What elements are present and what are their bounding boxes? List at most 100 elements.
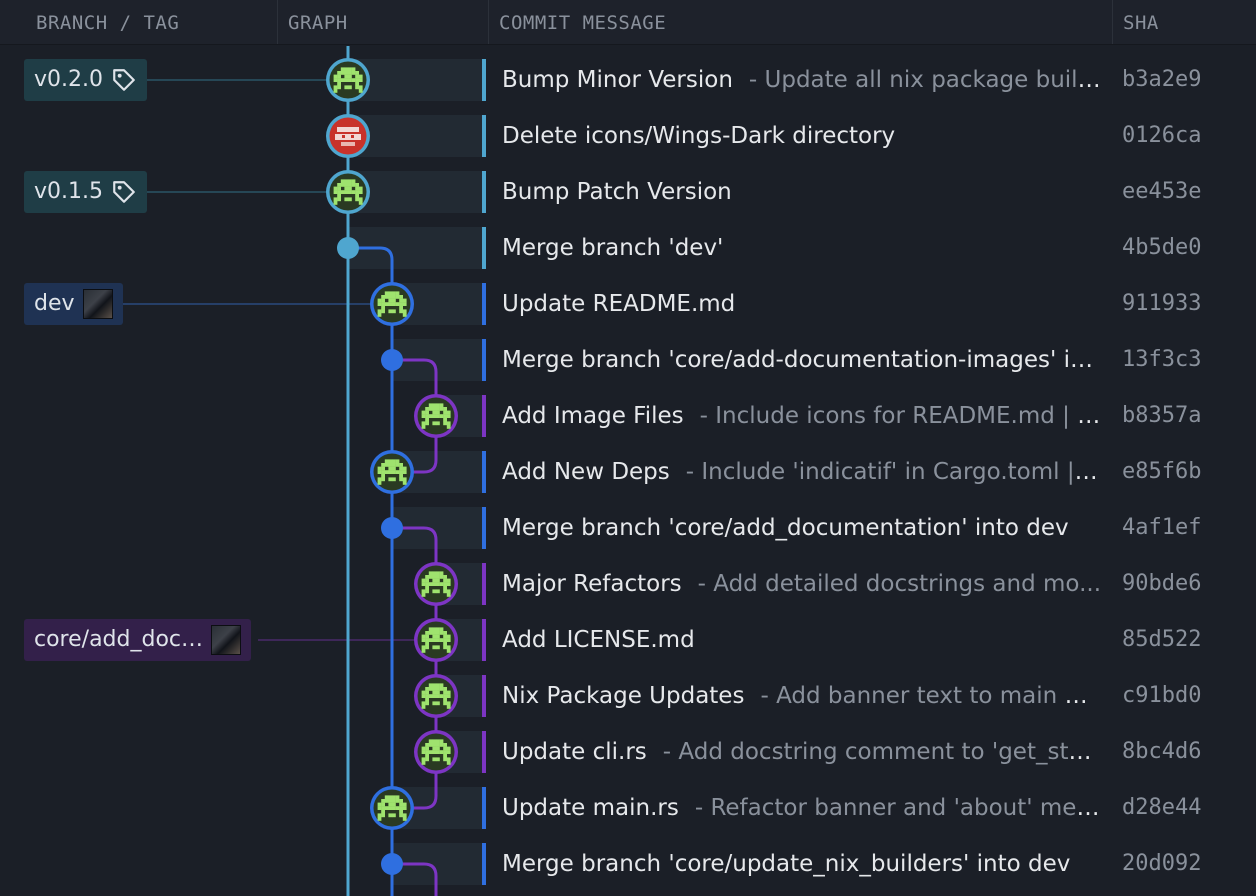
avatar-pixel [341,142,355,146]
avatar-pixel [428,571,433,576]
avatar-pixel [392,813,396,818]
avatar-pixel [377,817,382,821]
avatar-pixel [439,403,444,408]
commit-summary: Merge branch 'core/update_nix_builders' … [502,851,1071,877]
commit-description: - Add banner text to main pa... [760,683,1102,709]
avatar-pixel [432,627,437,632]
avatar-pixel [344,74,349,79]
commit-row[interactable]: Update main.rs- Refactor banner and 'abo… [0,780,1256,836]
branch-label[interactable]: dev [24,283,123,325]
commit-summary: Update README.md [502,291,736,317]
avatar-pixel [446,746,451,751]
avatar-pixel [425,687,429,691]
avatar-pixel [421,701,426,706]
lane-edge-marker [482,339,486,381]
merge-dot [381,349,403,371]
avatar-pixel [355,183,359,187]
avatar-pixel [425,575,429,579]
avatar-pixel [399,813,403,818]
lane-edge-marker [482,675,486,717]
avatar-pixel [425,421,429,426]
commit-sha: 8bc4d6 [1122,739,1202,764]
avatar-pixel [399,799,403,803]
avatar-pixel [436,739,440,744]
ref-label-text: core/add_doc… [34,627,203,652]
column-sha[interactable]: SHA [1123,12,1159,34]
avatar-pixel [384,470,389,474]
avatar-pixel [402,477,407,482]
commit-row[interactable]: Update cli.rs- Add docstring comment to … [0,724,1256,780]
merge-dot [381,517,403,539]
commit-row[interactable]: Add New Deps- Include 'indicatif' in Car… [0,444,1256,500]
commit-row[interactable]: Merge branch 'dev'4b5de0 [0,220,1256,276]
avatar-pixel [432,701,437,706]
avatar-pixel [333,201,338,205]
avatar-pixel [436,578,440,583]
column-branch-tag[interactable]: BRANCH / TAG [26,0,278,44]
avatar-pixel [355,85,359,90]
avatar-pixel [446,705,451,709]
avatar-pixel [392,466,396,471]
column-graph[interactable]: GRAPH [278,0,489,44]
branch-label[interactable]: core/add_doc… [24,619,251,661]
avatar-pixel [381,309,385,314]
commit-row[interactable]: Add Image Files- Include icons for READM… [0,388,1256,444]
avatar-pixel [432,421,437,426]
commit-summary: Merge branch 'dev' [502,235,724,261]
avatar-pixel [425,407,429,411]
avatar-pixel [446,593,451,597]
avatar-pixel [421,589,426,594]
avatar-pixel [392,477,396,482]
avatar-pixel [432,739,437,744]
commit-row[interactable]: Major Refactors- Add detailed docstrings… [0,556,1256,612]
avatar-pixel [381,298,385,303]
avatar-pixel [358,74,363,79]
commit-row[interactable]: Merge branch 'core/update_nix_builders' … [0,836,1256,892]
row-highlight [348,59,484,101]
avatar-pixel [421,694,426,698]
avatar-pixel [402,309,407,314]
avatar [211,625,241,655]
avatar-pixel [439,407,444,411]
avatar-pixel [337,78,341,82]
commit-message: Bump Patch Version [502,164,1102,220]
avatar-pixel [446,421,451,426]
avatar-pixel [381,799,385,803]
commit-row[interactable]: Bump Minor Version- Update all nix packa… [0,52,1256,108]
commit-summary: Update cli.rs [502,739,647,765]
commit-row[interactable]: Merge branch 'core/add_documentation' in… [0,500,1256,556]
commit-row[interactable]: Merge branch 'core/add-documentation-ima… [0,332,1256,388]
avatar-pixel [443,697,447,702]
avatar-pixel [348,71,352,75]
avatar-pixel [446,690,451,695]
tag-label[interactable]: v0.1.5 [24,171,147,213]
commit-summary: Bump Patch Version [502,179,732,205]
avatar-pixel [428,582,433,586]
avatar-pixel [436,750,440,754]
avatar-pixel [402,302,407,306]
avatar-pixel [388,799,393,803]
avatar-pixel [348,186,352,191]
tag-label[interactable]: v0.2.0 [24,59,147,101]
avatar-pixel [425,578,429,583]
avatar-pixel [443,638,447,642]
commit-sha: c91bd0 [1122,683,1202,708]
avatar-pixel [436,571,440,576]
avatar-pixel [436,589,440,594]
commit-row[interactable]: Nix Package Updates- Add banner text to … [0,668,1256,724]
avatar-pixel [333,186,338,191]
avatar-pixel [384,302,389,306]
avatar-pixel [425,634,429,639]
avatar-pixel [340,183,345,187]
avatar-pixel [436,575,440,579]
column-commit-message[interactable]: COMMIT MESSAGE [489,0,1113,44]
avatar-pixel [351,183,356,187]
avatar-pixel [381,809,385,814]
avatar-pixel [388,795,393,800]
avatar-pixel [377,470,382,474]
avatar-pixel [399,463,403,467]
